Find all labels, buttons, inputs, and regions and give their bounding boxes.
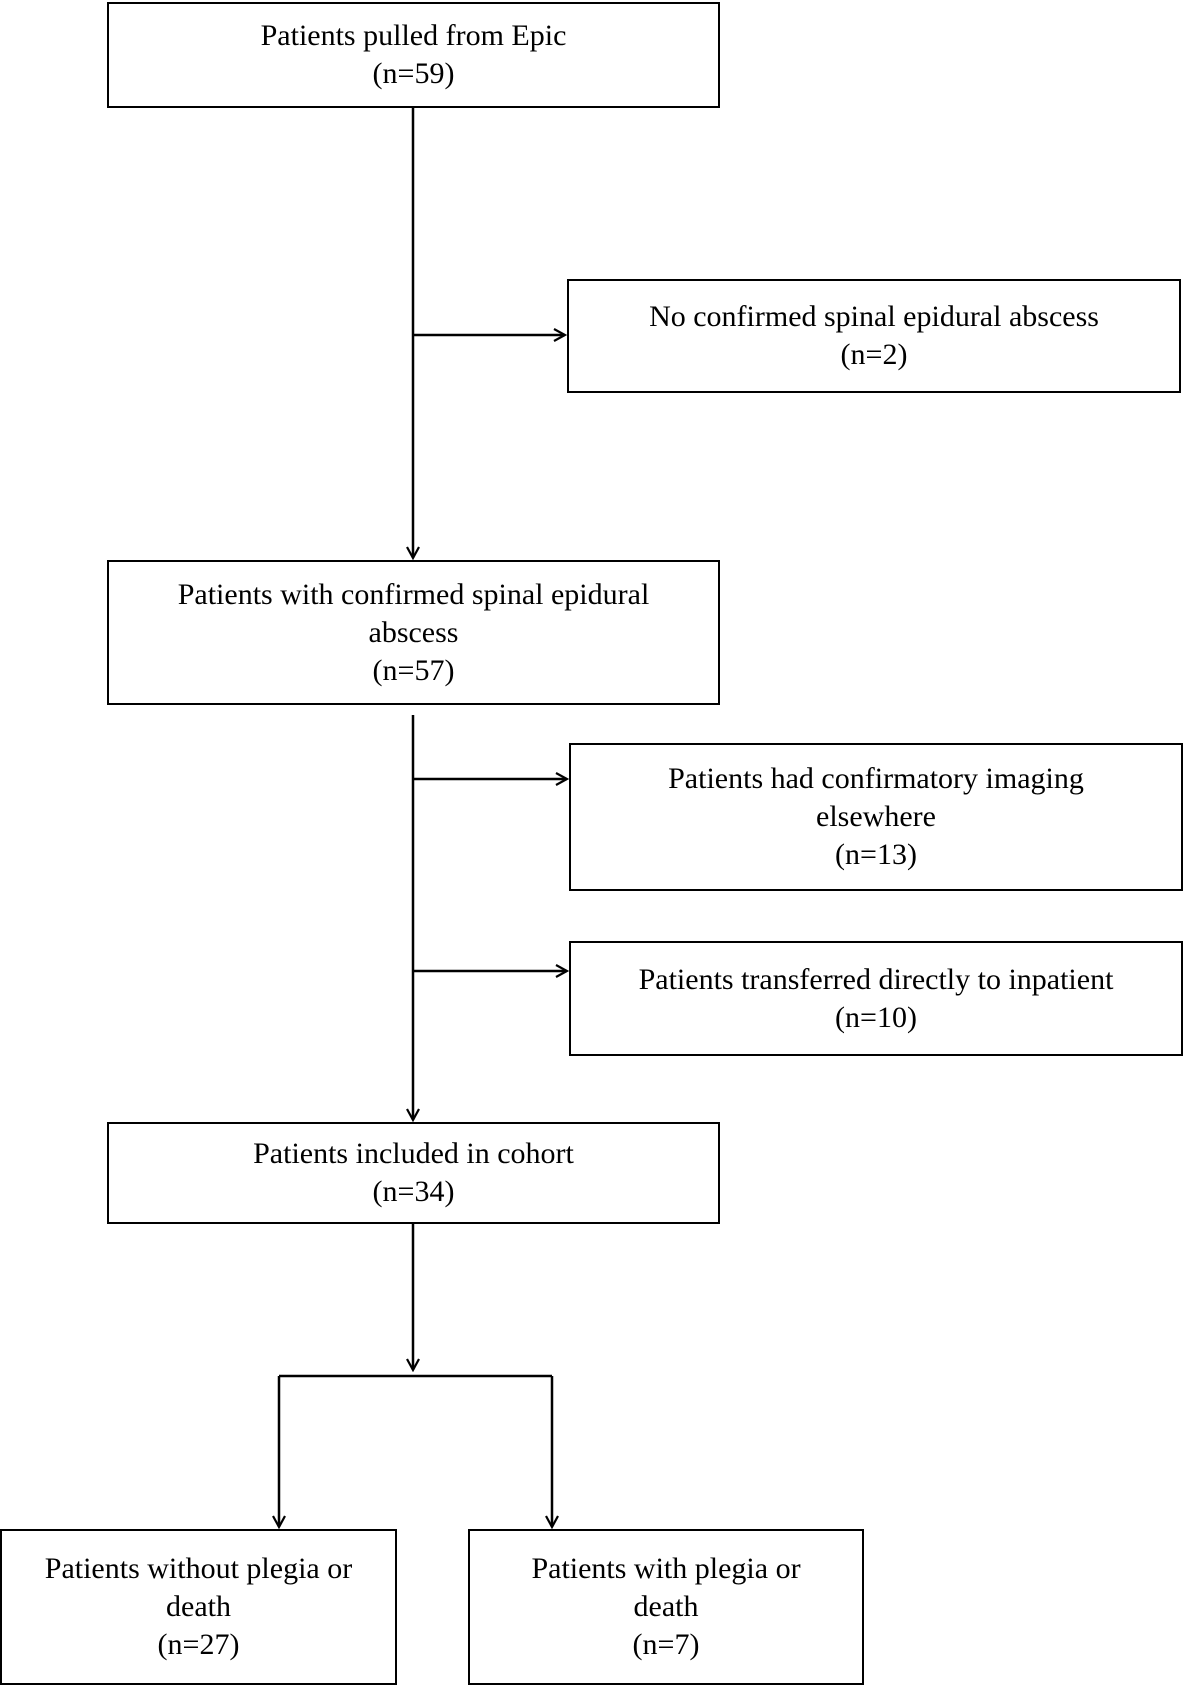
node-patients-pulled-from-epic: Patients pulled from Epic (n=59) — [107, 2, 720, 108]
node-count: (n=57) — [372, 653, 455, 687]
node-label: No confirmed spinal epidural abscess — [649, 300, 1099, 333]
node-label: Patients transferred directly to inpatie… — [638, 962, 1114, 996]
node-count: (n=59) — [372, 57, 455, 90]
node-transferred-to-inpatient: Patients transferred directly to inpatie… — [569, 941, 1183, 1056]
node-label: Patients included in cohort — [253, 1137, 574, 1170]
node-count: (n=34) — [372, 1175, 455, 1208]
node-count: (n=7) — [632, 1628, 700, 1661]
node-label-line2: elsewhere — [816, 800, 936, 833]
node-without-plegia-or-death: Patients without plegia or death (n=27) — [0, 1529, 397, 1685]
node-label: Patients pulled from Epic — [260, 19, 567, 52]
node-count: (n=13) — [835, 838, 917, 871]
node-label-line1: Patients had confirmatory imaging — [668, 762, 1084, 795]
node-no-confirmed-abscess: No confirmed spinal epidural abscess (n=… — [567, 279, 1181, 393]
node-label-line1: Patients with confirmed spinal epidural — [177, 577, 650, 611]
node-label-line2: death — [166, 1590, 231, 1623]
node-included-in-cohort: Patients included in cohort (n=34) — [107, 1122, 720, 1224]
node-with-plegia-or-death: Patients with plegia or death (n=7) — [468, 1529, 864, 1685]
node-label-line2: abscess — [368, 615, 459, 649]
node-confirmed-abscess: Patients with confirmed spinal epidural … — [107, 560, 720, 705]
node-label-line2: death — [633, 1590, 699, 1623]
node-label-line1: Patients with plegia or — [531, 1552, 801, 1585]
node-count: (n=10) — [835, 1000, 917, 1034]
node-label-line1: Patients without plegia or — [44, 1552, 353, 1585]
node-count: (n=27) — [157, 1628, 240, 1661]
node-count: (n=2) — [840, 338, 908, 371]
node-confirmatory-imaging-elsewhere: Patients had confirmatory imaging elsewh… — [569, 743, 1183, 891]
